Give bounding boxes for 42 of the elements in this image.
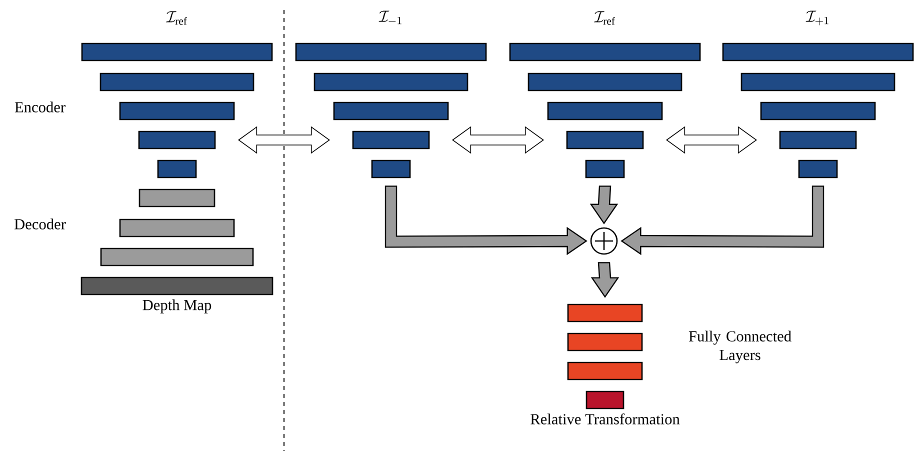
layer-bar xyxy=(722,42,914,62)
layer-bar xyxy=(119,218,235,238)
sum-symbol xyxy=(590,227,618,255)
block-arrow xyxy=(590,186,618,224)
layer-bar xyxy=(779,130,857,150)
block-arrow xyxy=(384,186,588,256)
column-heading: $\mathcal{I}_{\mathrm{ref}}$ xyxy=(166,11,187,25)
block-arrow xyxy=(620,186,824,256)
layer-bar: Depth Map xyxy=(80,276,274,314)
layer-bar xyxy=(333,102,449,120)
layer-bar xyxy=(138,188,216,208)
block-arrow xyxy=(590,262,620,298)
layer-bar xyxy=(138,130,216,150)
layer-bar xyxy=(100,72,254,92)
layer-bar xyxy=(314,72,468,92)
layer-bar xyxy=(740,72,896,92)
layer-bar xyxy=(567,332,643,352)
layer-bar xyxy=(585,160,625,178)
group-label: Fully Connected Layers xyxy=(688,330,792,364)
layer-bar xyxy=(567,362,643,380)
layer-bar xyxy=(566,130,644,150)
node-label: Relative Transformation xyxy=(530,413,680,424)
node-label: Depth Map xyxy=(142,299,212,314)
layer-bar: Relative Transformation xyxy=(530,390,680,424)
layer-bar xyxy=(798,160,838,178)
column-heading: $\mathcal{I}_{+1}$ xyxy=(806,10,828,26)
section-label: Decoder xyxy=(14,218,66,230)
section-label: Encoder xyxy=(14,102,66,112)
layer-bar xyxy=(760,102,876,120)
layer-bar xyxy=(81,42,273,62)
layer-bar xyxy=(567,304,643,322)
layer-bar xyxy=(157,160,197,178)
layer-bar xyxy=(119,102,235,120)
column-heading: $\mathcal{I}_{\mathrm{ref}}$ xyxy=(594,11,615,25)
column-heading: $\mathcal{I}_{-1}$ xyxy=(378,10,402,24)
layer-bar xyxy=(528,72,682,92)
layer-bar xyxy=(509,42,701,62)
layer-bar xyxy=(371,160,411,178)
layer-bar xyxy=(547,102,663,120)
layer-bar xyxy=(295,42,487,62)
layer-bar xyxy=(100,248,254,266)
layer-bar xyxy=(352,130,430,150)
